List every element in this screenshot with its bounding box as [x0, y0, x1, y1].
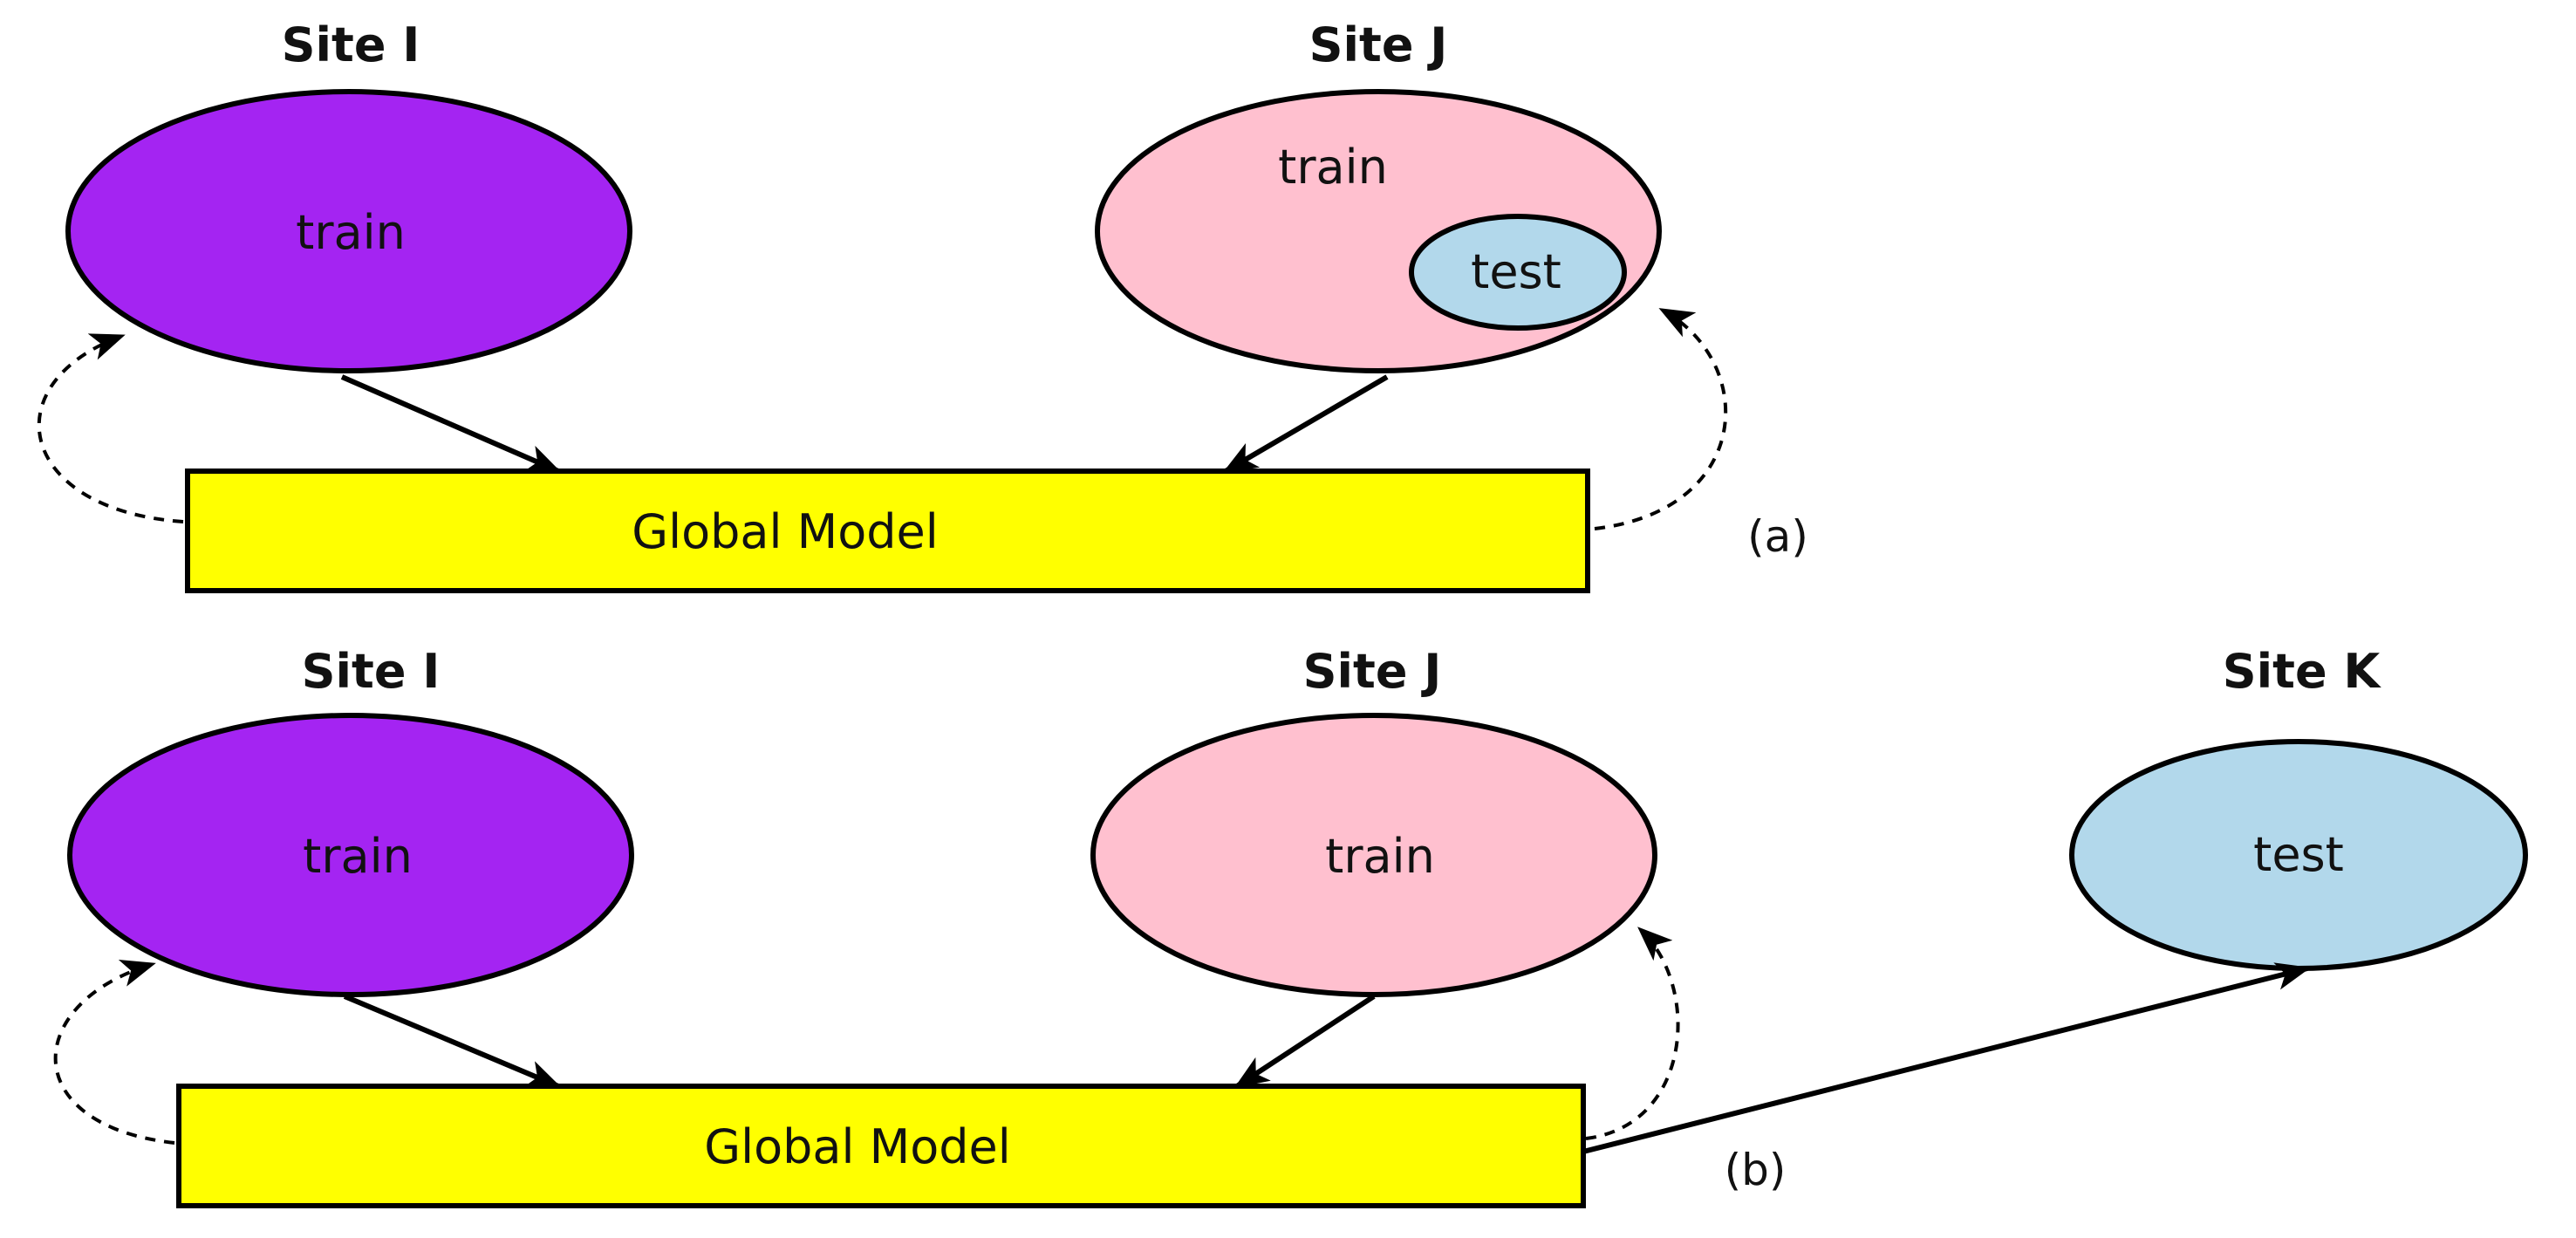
site-i-train-label: train [296, 205, 406, 260]
site-i-title-b: Site I [302, 644, 441, 699]
dashed-arrow-global-to-site-i-a [37, 333, 184, 523]
site-i-circle-b [67, 713, 634, 997]
dashed-arrow-global-to-site-j-b [1585, 927, 1680, 1140]
panel-b: Site I train Site J train Site K test Gl… [53, 644, 2528, 1208]
site-i-train-label-b: train [303, 829, 413, 884]
arrow-site-j-to-global-b [1233, 994, 1376, 1089]
site-j-title-b: Site J [1303, 644, 1442, 699]
site-j-train-label: train [1278, 140, 1388, 195]
arrow-global-to-site-k [1582, 962, 2311, 1154]
global-model-box-a [185, 469, 1590, 593]
site-k-title: Site K [2223, 644, 2382, 699]
site-j-title: Site J [1309, 17, 1448, 72]
arrow-site-i-to-global-a [340, 374, 562, 474]
global-model-label-b: Global Model [704, 1119, 1011, 1174]
global-model-box-b [176, 1084, 1586, 1208]
site-k-test-label: test [2253, 827, 2344, 882]
panel-b-tag: (b) [1725, 1145, 1787, 1195]
site-j-circle-b [1090, 713, 1657, 997]
arrow-site-j-to-global-a [1222, 374, 1389, 474]
dashed-arrow-global-to-site-i-b [53, 960, 175, 1145]
site-j-train-label-b: train [1325, 829, 1435, 884]
dashed-arrow-global-to-site-j-a [1594, 308, 1728, 530]
site-j-test-label: test [1471, 244, 1561, 299]
site-i-title: Site I [282, 17, 420, 72]
site-j-test-circle [1409, 214, 1627, 331]
global-model-label-a: Global Model [632, 504, 939, 559]
arrow-site-i-to-global-b [343, 994, 562, 1089]
panel-a-tag: (a) [1747, 511, 1808, 562]
site-i-circle [65, 89, 632, 373]
panel-a: Site I train Site J train test Global Mo… [37, 17, 1808, 593]
